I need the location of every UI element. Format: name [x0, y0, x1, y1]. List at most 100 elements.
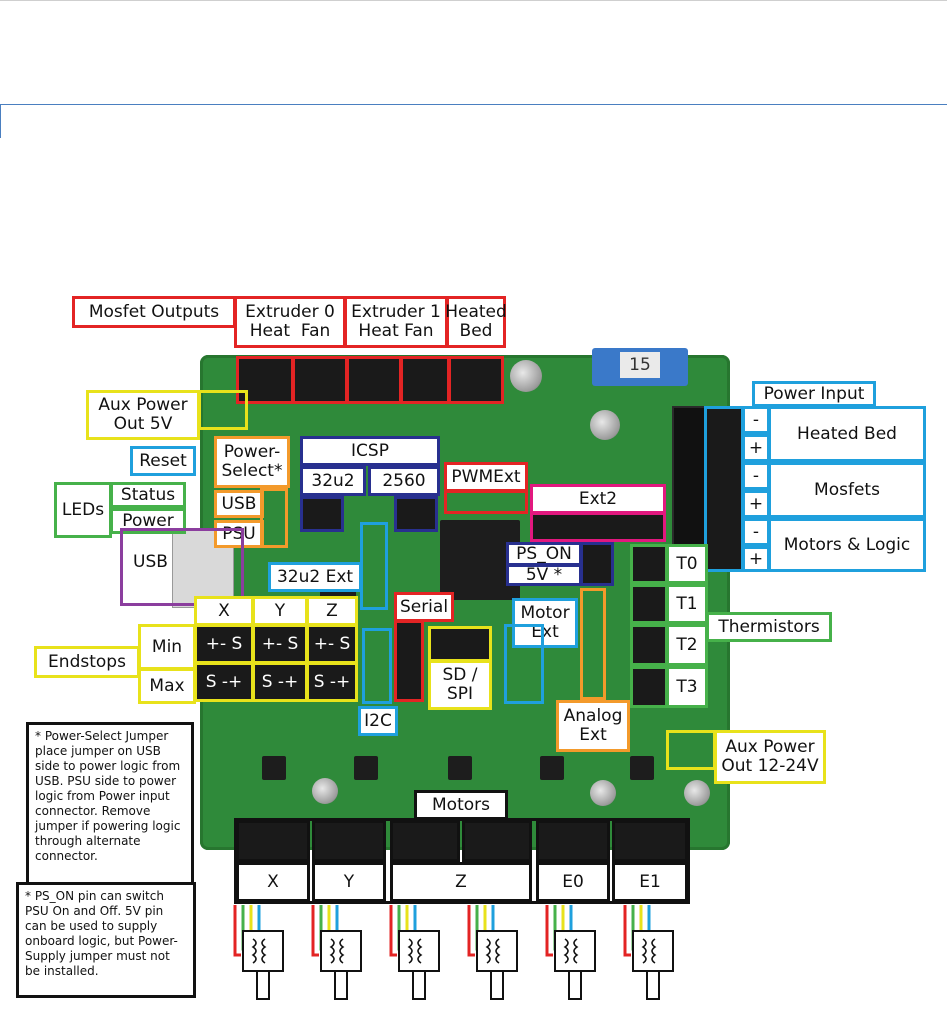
- power-mosfets-plus: +: [742, 490, 770, 518]
- sd-spi-label: SD / SPI: [428, 660, 492, 710]
- endstop-z-min: +- S: [306, 624, 358, 664]
- ps-on-pins: [580, 542, 614, 586]
- mosfet-connector-e0-fan: [292, 356, 348, 404]
- stepper-motor-symbol: [467, 905, 518, 1000]
- thermistor-t1-connector: [630, 584, 668, 624]
- power-bed-plus: +: [742, 434, 770, 462]
- motor-ext-label: Motor Ext: [512, 598, 578, 648]
- fan-label: Fan: [300, 321, 331, 341]
- aux-power-24v-connector: [666, 730, 716, 770]
- power-select-jumper: [260, 488, 288, 548]
- capacitor: [312, 778, 338, 804]
- endstop-x-max: S -+: [194, 662, 254, 702]
- extruder0-title: Extruder 0: [245, 302, 335, 323]
- mosfet-connector-bed: [448, 356, 504, 404]
- pwmext-header: [444, 490, 528, 514]
- endstop-min-label: Min: [138, 624, 196, 670]
- motor-x-label: X: [236, 862, 310, 902]
- motor-wiring-symbols: [233, 905, 674, 1000]
- header-rule-tick: [0, 104, 1, 138]
- motor-z2-connector: [462, 820, 532, 862]
- heat-label: Heat: [249, 321, 291, 341]
- leds-label: LEDs: [54, 482, 112, 538]
- motor-y-connector: [312, 820, 386, 862]
- capacitor: [590, 410, 620, 440]
- pwmext-label: PWMExt: [444, 462, 528, 492]
- stepper-driver: [262, 756, 286, 780]
- serial-header: [394, 620, 424, 702]
- endstop-z-max: S -+: [306, 662, 358, 702]
- icsp-2560-label: 2560: [368, 466, 440, 496]
- power-mosfets-minus: -: [742, 462, 770, 490]
- stepper-motor-symbol: [389, 905, 440, 1000]
- power-input-title: Power Input: [752, 381, 876, 407]
- ext2-header: [530, 512, 666, 542]
- led-status-label: Status: [110, 482, 186, 508]
- motor-z-label: Z: [390, 862, 532, 902]
- stepper-driver: [354, 756, 378, 780]
- power-select-note: * Power-Select Jumper place jumper on US…: [26, 722, 194, 888]
- power-mosfets-label: Mosfets: [768, 462, 926, 518]
- stepper-driver: [540, 756, 564, 780]
- analog-ext-header: [580, 588, 606, 700]
- extruder1-heat-fan: Heat Fan: [358, 322, 433, 341]
- endstop-y-min: +- S: [252, 624, 308, 664]
- icsp-32u2-header: [300, 496, 344, 532]
- endstop-z-label: Z: [306, 596, 358, 626]
- endstop-y-label: Y: [252, 596, 308, 626]
- stepper-motor-symbol: [311, 905, 362, 1000]
- thermistor-t3-connector: [630, 666, 668, 708]
- ps-on-note: * PS_ON pin can switch PSU On and Off. 5…: [16, 882, 196, 998]
- aux-power-5v-label: Aux Power Out 5V: [86, 390, 200, 440]
- thermistor-t0-connector: [630, 544, 668, 584]
- fan-label: Fan: [404, 321, 434, 341]
- analog-ext-label: Analog Ext: [556, 700, 630, 752]
- header-rule: [0, 104, 947, 105]
- mosfet-outputs-label: Mosfet Outputs: [72, 296, 236, 328]
- icsp-label: ICSP: [300, 436, 440, 466]
- endstops-label: Endstops: [34, 646, 140, 678]
- power-motors-logic-label: Motors & Logic: [768, 518, 926, 572]
- power-select-label: Power- Select*: [214, 436, 290, 488]
- power-select-psu-label: PSU: [214, 520, 264, 548]
- top-divider: [0, 0, 947, 1]
- stepper-motor-symbol: [545, 905, 596, 1000]
- capacitor: [510, 360, 542, 392]
- fuse-label: 15: [620, 352, 660, 378]
- ext-32u2-header: [360, 522, 388, 610]
- ext-32u2-label: 32u2 Ext: [268, 562, 362, 592]
- power-input-terminals: [704, 406, 744, 572]
- thermistor-t1-label: T1: [666, 584, 708, 624]
- motor-y-label: Y: [312, 862, 386, 902]
- serial-label: Serial: [394, 592, 454, 622]
- endstop-x-min: +- S: [194, 624, 254, 664]
- extruder1-label: Extruder 1 Heat Fan: [344, 296, 448, 348]
- icsp-32u2-label: 32u2: [300, 466, 366, 496]
- endstop-y-max: S -+: [252, 662, 308, 702]
- usb-port-text: USB: [129, 553, 172, 572]
- 5v-label: 5V *: [506, 564, 582, 586]
- heat-label: Heat: [358, 321, 399, 341]
- stepper-motor-symbol: [623, 905, 674, 1000]
- stepper-driver: [630, 756, 654, 780]
- extruder0-label: Extruder 0 Heat Fan: [234, 296, 346, 348]
- capacitor: [590, 780, 616, 806]
- thermistor-t2-connector: [630, 624, 668, 666]
- aux-power-5v-connector: [198, 390, 248, 430]
- aux-power-24v-label: Aux Power Out 12-24V: [714, 730, 826, 784]
- capacitor: [684, 780, 710, 806]
- endstop-x-label: X: [194, 596, 254, 626]
- extruder0-heat-fan: Heat Fan: [250, 322, 331, 341]
- power-motors-plus: +: [742, 546, 770, 572]
- mosfet-connector-e1-heat: [346, 356, 402, 404]
- ps-on-label: PS_ON: [506, 542, 582, 566]
- motors-frame: [234, 818, 690, 904]
- motor-e0-label: E0: [536, 862, 610, 902]
- reset-label: Reset: [130, 446, 196, 476]
- i2c-header: [362, 628, 392, 704]
- motor-e0-connector: [536, 820, 610, 862]
- motor-e1-label: E1: [612, 862, 688, 902]
- thermistors-label: Thermistors: [706, 612, 832, 642]
- stepper-motor-symbol: [233, 905, 284, 1000]
- extruder1-title: Extruder 1: [351, 302, 441, 323]
